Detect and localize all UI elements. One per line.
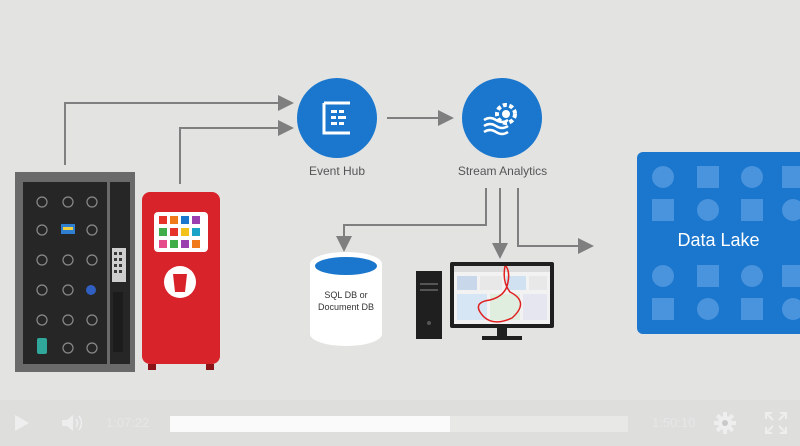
vending-machine <box>15 172 135 372</box>
database-label-line1: SQL DB or <box>324 290 368 300</box>
volume-icon[interactable] <box>60 412 86 439</box>
total-time: 1:50:10 <box>652 415 696 430</box>
database-node <box>308 250 384 350</box>
gear-icon[interactable] <box>713 411 737 440</box>
data-lake-pattern <box>652 166 800 320</box>
arrow-stream-to-db <box>336 188 487 252</box>
stream-analytics-node <box>462 78 542 158</box>
stream-analytics-icon <box>483 103 517 136</box>
data-lake-node: Data Lake <box>637 152 800 334</box>
progress-bar[interactable] <box>170 416 628 432</box>
database-label-line2: Document DB <box>317 302 375 312</box>
fullscreen-icon[interactable] <box>764 411 788 440</box>
event-hub-icon <box>322 101 350 135</box>
computer-tower <box>416 271 442 339</box>
play-icon[interactable] <box>10 412 32 439</box>
event-hub-node <box>297 78 377 158</box>
stream-analytics-label: Stream Analytics <box>457 164 548 178</box>
dashboard-monitor <box>450 262 554 342</box>
data-lake-label: Data Lake <box>677 230 760 250</box>
arrow-stream-to-datalake <box>517 188 594 254</box>
current-time: 1:07:22 <box>106 415 150 430</box>
event-hub-label: Event Hub <box>308 164 366 178</box>
progress-fill <box>170 416 451 432</box>
arrow-soda-to-eventhub <box>179 120 294 184</box>
arrow-vending-to-eventhub <box>64 95 294 165</box>
soda-machine <box>142 192 220 372</box>
database-label: SQL DB or Document DB <box>308 289 384 313</box>
